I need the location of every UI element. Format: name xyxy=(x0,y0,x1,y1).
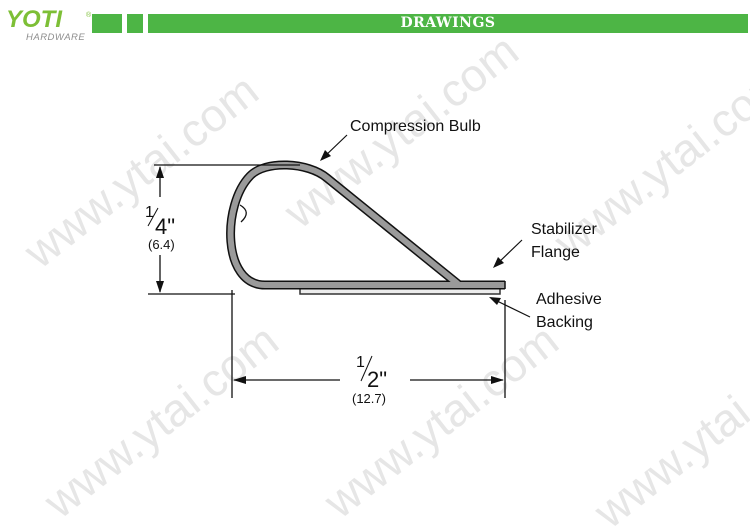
header-title-bar xyxy=(148,14,748,33)
watermark: www.ytai.com xyxy=(313,314,567,526)
width-dimension: 1 2" (12.7) xyxy=(231,290,506,406)
height-fraction-numerator: 1 xyxy=(145,204,154,221)
header-accent-bar-2 xyxy=(127,14,143,33)
logo-subtitle: HARDWARE xyxy=(26,32,86,43)
height-fraction-denominator: 4" xyxy=(155,214,175,239)
stabilizer-flange-label-line2: Flange xyxy=(531,244,580,261)
page-title: DRAWINGS xyxy=(400,15,496,31)
logo-registered-mark: ® xyxy=(86,12,92,19)
bulb-inner-notch xyxy=(239,204,247,223)
callout-stabilizer-flange: Stabilizer Flange xyxy=(493,221,597,268)
logo-wordmark: YOTI xyxy=(6,6,63,33)
compression-bulb-label: Compression Bulb xyxy=(350,118,481,135)
watermark-group: www.ytai.com www.ytai.com www.ytai.com w… xyxy=(13,24,750,526)
seal-profile-body xyxy=(227,162,505,288)
header-accent-bar-1 xyxy=(92,14,122,33)
height-dimension: 1 4" (6.4) xyxy=(145,164,300,295)
height-metric-value: (6.4) xyxy=(148,237,175,252)
width-fraction-numerator: 1 xyxy=(356,354,365,371)
adhesive-backing-label-line2: Backing xyxy=(536,314,593,331)
watermark: www.ytai.com xyxy=(583,324,750,526)
watermark: www.ytai.com xyxy=(33,314,287,526)
width-fraction-denominator: 2" xyxy=(367,367,387,392)
stabilizer-flange-label-line1: Stabilizer xyxy=(531,221,597,238)
callout-compression-bulb: Compression Bulb xyxy=(320,118,481,161)
width-metric-value: (12.7) xyxy=(352,391,386,406)
callout-adhesive-backing: Adhesive Backing xyxy=(489,291,602,331)
header: YOTI ® HARDWARE DRAWINGS xyxy=(0,0,750,43)
brand-logo: YOTI ® HARDWARE xyxy=(6,6,118,43)
adhesive-backing-label-line1: Adhesive xyxy=(536,291,602,308)
